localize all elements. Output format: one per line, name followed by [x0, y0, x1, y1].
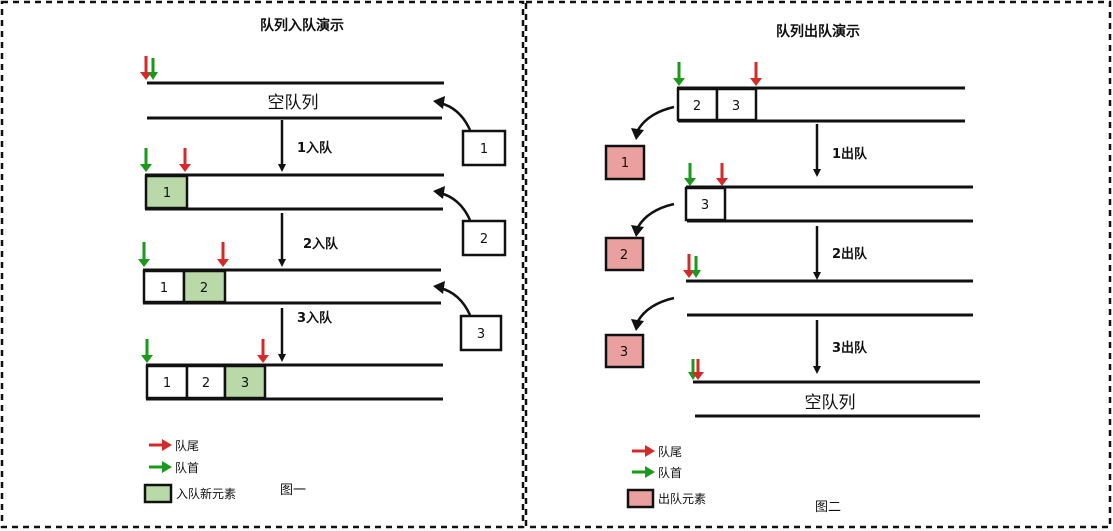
right-queue-step-1: 3: [684, 185, 973, 223]
dequeued-element-1: [604, 144, 646, 181]
legend-element-label: 入队新元素: [176, 486, 236, 501]
front-pointer-icon: [684, 163, 696, 186]
incoming-element-1-label: 1: [480, 142, 488, 157]
step-2-label: 2入队: [303, 237, 339, 252]
legend-front-label: 队首: [175, 460, 199, 475]
svg-text:2: 2: [693, 99, 701, 114]
curved-arrow-icon: [439, 101, 472, 131]
left-queue-step-2: 1 2: [142, 268, 441, 305]
rear-pointer-icon: [692, 359, 704, 380]
svg-text:2: 2: [202, 376, 210, 391]
rear-pointer-icon: [217, 242, 229, 267]
step-1-label: 1入队: [297, 141, 333, 156]
rear-arrow-legend-icon: [149, 439, 172, 451]
dequeued-element-legend-swatch: [626, 488, 655, 509]
right-empty-queue: 空队列: [693, 380, 980, 418]
rear-arrow-legend-icon: [632, 445, 655, 457]
svg-text:1: 1: [160, 281, 168, 296]
left-queue-step-3: 1 2 3: [145, 363, 443, 401]
left-legend: 队尾 队首 入队新元素: [143, 438, 236, 504]
right-panel-border: [524, 0, 1112, 529]
rear-pointer-icon: [750, 62, 762, 86]
right-legend-front-label: 队首: [658, 465, 682, 480]
right-legend: 队尾 队首 出队元素: [626, 444, 706, 509]
figure-2-label: 图二: [815, 500, 841, 515]
incoming-element-3-label: 3: [477, 327, 485, 342]
front-pointer-icon: [673, 62, 685, 86]
svg-text:1: 1: [163, 186, 171, 201]
right-queue-initial: 2 3: [676, 86, 965, 123]
front-pointer-icon: [141, 339, 153, 363]
curved-arrow-icon: [439, 286, 472, 316]
empty-queue-label: 空队列: [268, 93, 319, 113]
front-arrow-legend-icon: [149, 461, 172, 473]
rear-pointer-icon: [257, 339, 269, 363]
curved-arrow-icon: [636, 202, 675, 228]
svg-text:3: 3: [701, 198, 709, 213]
right-step-2-label: 2出队: [832, 246, 868, 262]
step-3-label: 3入队: [297, 311, 333, 326]
left-empty-queue: 空队列: [147, 81, 444, 120]
front-pointer-icon: [140, 148, 152, 172]
curved-arrow-icon: [636, 296, 675, 322]
left-panel-border: [0, 0, 525, 529]
right-empty-queue-label: 空队列: [805, 393, 856, 413]
svg-text:3: 3: [732, 99, 740, 114]
front-arrow-legend-icon: [632, 466, 655, 478]
incoming-element-3: [459, 314, 503, 352]
front-pointer-icon: [691, 256, 701, 278]
curved-arrow-icon: [439, 191, 472, 221]
right-queue-step-2-empty: [686, 279, 973, 317]
svg-text:1: 1: [163, 376, 171, 391]
rear-pointer-icon: [716, 163, 728, 186]
dequeued-element-3-label: 3: [620, 345, 628, 360]
right-legend-rear-label: 队尾: [658, 444, 682, 459]
right-step-1-label: 1出队: [832, 146, 868, 162]
rear-pointer-icon: [179, 148, 191, 172]
left-queue-step-1: 1: [144, 173, 444, 211]
dequeued-element-2: [604, 236, 645, 272]
right-legend-element-label: 出队元素: [658, 491, 706, 506]
curved-arrow-icon: [636, 105, 675, 131]
left-panel-title: 队列入队演示: [260, 17, 344, 34]
svg-text:3: 3: [241, 376, 249, 391]
right-step-3-label: 3出队: [832, 340, 868, 356]
right-panel-title: 队列出队演示: [776, 23, 860, 40]
new-element-legend-swatch: [143, 483, 173, 504]
front-pointer-icon: [148, 58, 158, 80]
dequeued-element-1-label: 1: [621, 156, 629, 171]
front-pointer-icon: [138, 242, 150, 267]
svg-text:2: 2: [200, 281, 208, 296]
incoming-element-1: [461, 129, 507, 167]
legend-rear-label: 队尾: [175, 438, 199, 453]
incoming-element-2-label: 2: [480, 232, 488, 247]
figure-1-label: 图一: [280, 483, 306, 498]
rear-pointer-icon: [140, 56, 152, 80]
incoming-element-2: [461, 219, 507, 257]
dequeued-element-3: [604, 333, 645, 369]
dequeued-element-2-label: 2: [620, 248, 628, 263]
rear-pointer-icon: [683, 254, 695, 278]
